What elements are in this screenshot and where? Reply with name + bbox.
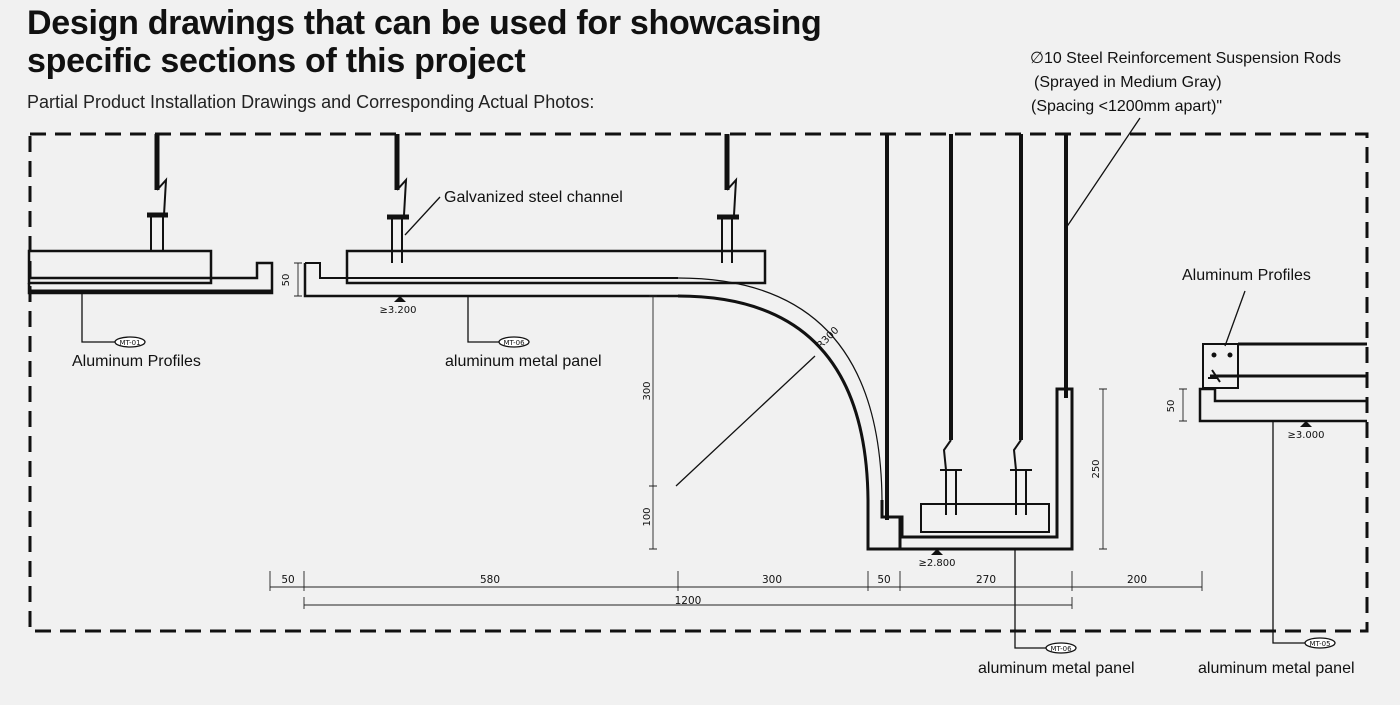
left-main-channel — [27, 249, 213, 285]
rod-bracket — [150, 214, 164, 252]
dim-200: 200 — [1127, 574, 1147, 586]
bolt-2 — [1227, 352, 1233, 358]
dimension-texts: 50 50 300 100 250 R300 50 580 300 50 270… — [281, 274, 1177, 607]
tag-mt01-shape — [114, 336, 146, 348]
right-aluminum-profile — [1202, 343, 1239, 389]
rod-hook — [726, 177, 738, 216]
middle-main-channel — [345, 249, 767, 285]
rods-label-line2: (Sprayed in Medium Gray) — [1034, 74, 1222, 91]
left-ceiling-section — [27, 249, 274, 295]
lower-hanger-2 — [1010, 439, 1032, 515]
panel-label-mt05: aluminum metal panel — [1198, 660, 1355, 677]
callout-labels: ∅10 Steel Reinforcement Suspension Rods … — [72, 50, 1355, 677]
dim-270: 270 — [976, 574, 996, 586]
dim-50a: 50 — [281, 574, 294, 586]
dim-row2-ticks — [303, 597, 1073, 609]
hanger-2 — [387, 134, 409, 263]
rod-hook — [156, 177, 168, 216]
rods-label-line3: (Spacing <1200mm apart)" — [1031, 98, 1222, 115]
dim-1200: 1200 — [675, 595, 702, 607]
dim-580: 580 — [480, 574, 500, 586]
dim-50b: 50 — [877, 574, 890, 586]
hanger-1 — [147, 134, 168, 252]
lower-channel — [920, 503, 1050, 533]
leader-channel — [404, 196, 441, 236]
level-marker-2 — [931, 549, 943, 555]
long-rods — [885, 134, 1068, 520]
panel-label-mt06-top: aluminum metal panel — [445, 353, 602, 370]
curved-panel-outer — [677, 294, 1074, 551]
page-subtitle: Partial Product Installation Drawings an… — [27, 92, 595, 112]
leader-profiles — [1224, 290, 1246, 347]
right-ceiling-section — [1198, 342, 1367, 423]
leader-lines — [81, 117, 1305, 649]
leader-mt05 — [1272, 421, 1305, 644]
right-panel-edge — [1198, 387, 1367, 423]
title-line-2: specific sections of this project — [27, 42, 526, 80]
dim-50-left: 50 — [281, 274, 292, 287]
middle-panel-lower — [303, 263, 678, 298]
profiles-label-left: Aluminum Profiles — [72, 353, 201, 370]
leader-mt01 — [81, 293, 116, 343]
leader-radius — [675, 355, 816, 487]
rod-hook — [396, 177, 408, 216]
dim-300: 300 — [762, 574, 782, 586]
middle-ceiling-section — [303, 249, 1074, 551]
leader-mt06a — [467, 296, 500, 343]
tag-mt06a-shape — [498, 336, 530, 348]
level-l2: ≥2.800 — [918, 558, 955, 569]
title-line-1: Design drawings that can be used for sho… — [27, 4, 822, 42]
dimension-lines — [269, 262, 1203, 609]
mt-tags: MT-01 MT-06 MT-06 MT-05 — [114, 336, 1336, 654]
dim-v-ticks — [294, 262, 1187, 550]
clip — [1208, 369, 1221, 383]
dim-row1-ticks — [269, 571, 1203, 591]
drawing-frame — [28, 132, 1369, 633]
tag-mt01: MT-01 — [119, 339, 140, 347]
middle-panel-edge — [305, 262, 678, 279]
channel-label: Galvanized steel channel — [444, 189, 623, 206]
dim-300-vertical: 300 — [642, 381, 653, 400]
left-panel-edge — [27, 261, 274, 295]
short-hangers — [147, 134, 739, 263]
dim-radius: R300 — [815, 325, 841, 351]
dim-50-right: 50 — [1166, 400, 1177, 413]
curved-panel-inner — [677, 277, 883, 501]
lower-hanger-1 — [940, 439, 962, 515]
profiles-label-right: Aluminum Profiles — [1182, 267, 1311, 284]
tag-mt06b-shape — [1045, 642, 1077, 654]
level-marker-3 — [1300, 421, 1312, 427]
tag-mt06a: MT-06 — [503, 339, 525, 347]
tag-mt06b: MT-06 — [1050, 645, 1072, 653]
dim-250-vertical: 250 — [1091, 459, 1102, 478]
level-marker-1 — [394, 296, 406, 302]
rods-label-line1: ∅10 Steel Reinforcement Suspension Rods — [1030, 50, 1341, 67]
page-title: Design drawings that can be used for sho… — [27, 4, 822, 80]
tag-mt05: MT-05 — [1309, 640, 1330, 648]
level-l3: ≥3.000 — [1287, 430, 1324, 441]
level-l1: ≥3.200 — [379, 305, 416, 316]
hanger-3 — [717, 134, 739, 263]
level-markers: ≥3.200 ≥2.800 ≥3.000 — [379, 296, 1325, 569]
panel-label-mt06-bottom: aluminum metal panel — [978, 660, 1135, 677]
dim-100-vertical: 100 — [642, 507, 653, 526]
bolt-1 — [1211, 352, 1217, 358]
leader-rods — [1065, 117, 1141, 229]
tag-mt05-shape — [1304, 637, 1336, 649]
leader-mt06b — [1014, 549, 1047, 649]
